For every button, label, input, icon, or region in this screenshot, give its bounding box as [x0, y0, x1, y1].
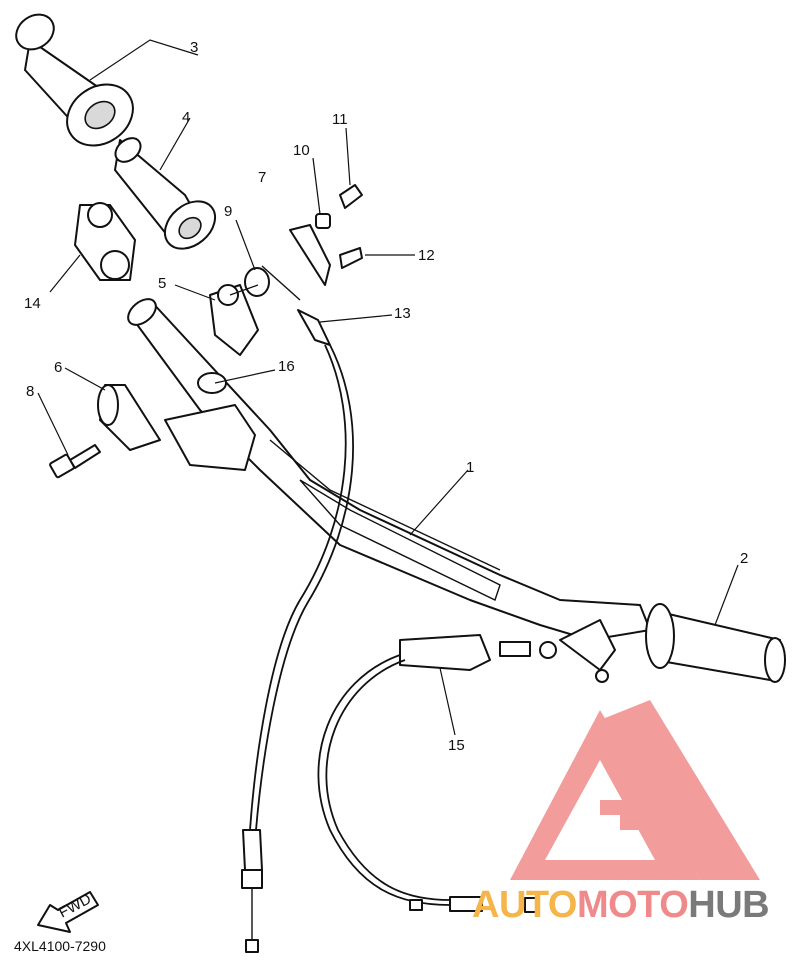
leader-lines — [37, 39, 739, 736]
clutch-cable — [317, 634, 540, 913]
screw-12 — [339, 247, 363, 269]
lever-bracket — [499, 619, 616, 683]
label-2: 2 — [740, 550, 748, 567]
watermark-part1: AUTO — [472, 884, 577, 926]
watermark-part2: MOTO — [577, 884, 688, 926]
label-13: 13 — [394, 305, 411, 322]
diagram-code: 4XL4100-7290 — [14, 938, 106, 954]
label-16: 16 — [278, 358, 295, 375]
watermark-part3: HUB — [688, 884, 769, 926]
holder — [97, 384, 161, 451]
cable-adjuster — [244, 265, 301, 301]
label-3: 3 — [190, 39, 198, 56]
lever-plate — [289, 224, 331, 286]
label-4: 4 — [182, 109, 190, 126]
label-5: 5 — [158, 275, 166, 292]
label-14: 14 — [24, 295, 41, 312]
throttle-housing — [74, 202, 136, 281]
collar — [315, 213, 331, 229]
left-grip — [15, 13, 134, 147]
fwd-arrow: FWD — [37, 890, 99, 933]
label-12: 12 — [418, 247, 435, 264]
label-10: 10 — [293, 142, 310, 159]
housing-cover — [209, 284, 259, 356]
label-7: 7 — [258, 169, 266, 186]
right-grip — [645, 603, 786, 683]
watermark-logo — [510, 700, 760, 880]
svg-text:AUTOMOTOHUB: AUTOMOTOHUB — [472, 884, 769, 926]
screw-11 — [339, 184, 363, 209]
bolt-8 — [49, 444, 101, 479]
label-6: 6 — [54, 359, 62, 376]
part-labels: 3 4 11 10 7 9 12 5 14 13 6 16 8 1 2 15 — [24, 39, 748, 754]
label-1: 1 — [466, 459, 474, 476]
throttle-tube — [114, 137, 217, 250]
label-11: 11 — [332, 111, 348, 128]
watermark-text: AUTOMOTOHUB — [472, 884, 770, 926]
label-8: 8 — [26, 383, 34, 400]
throttle-cable — [241, 309, 354, 953]
label-9: 9 — [224, 203, 232, 220]
label-15: 15 — [448, 737, 465, 754]
switch-block — [164, 372, 256, 471]
